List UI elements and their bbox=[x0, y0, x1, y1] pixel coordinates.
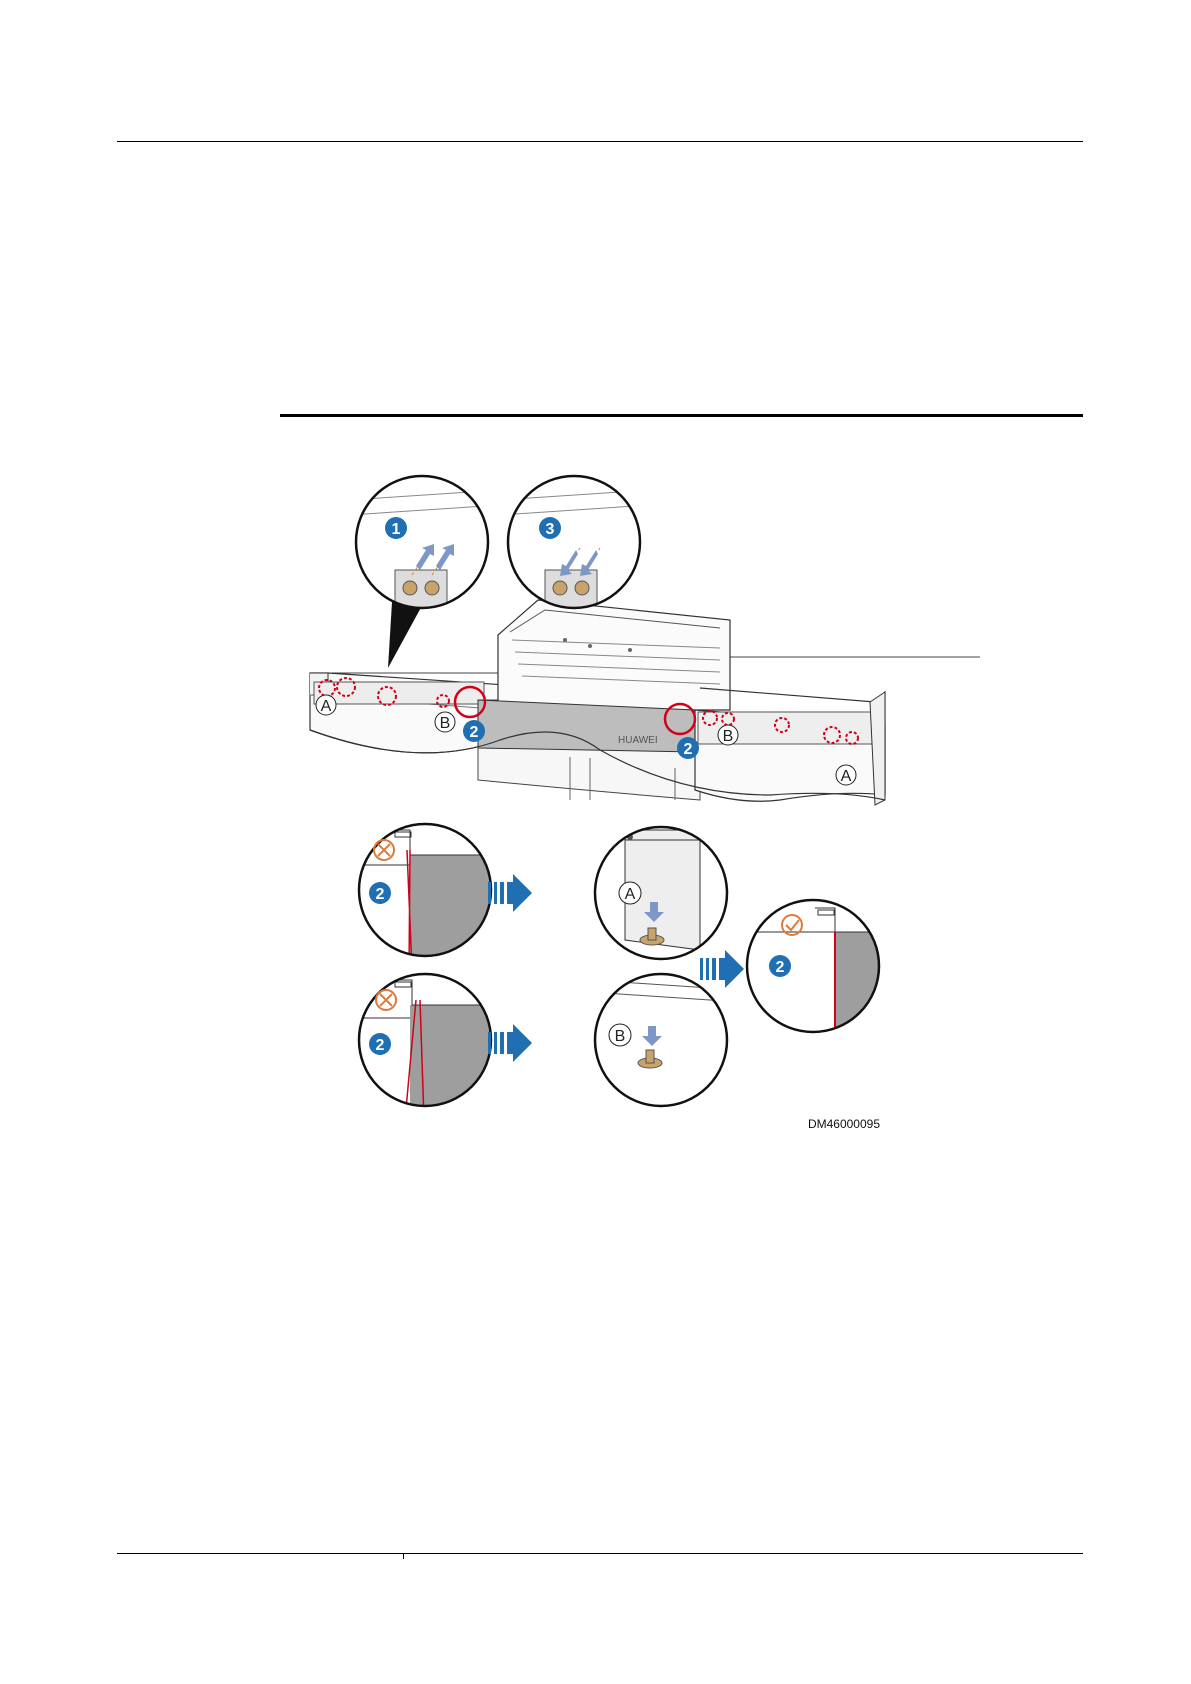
svg-text:2: 2 bbox=[684, 741, 693, 758]
header-rule bbox=[117, 141, 1083, 142]
flow-arrow-right bbox=[700, 950, 744, 988]
zoom-screw-b: B bbox=[590, 974, 740, 1106]
svg-text:2: 2 bbox=[376, 1037, 385, 1054]
svg-text:A: A bbox=[841, 768, 852, 785]
svg-text:1: 1 bbox=[392, 521, 401, 538]
zoom-screw-a: A bbox=[595, 827, 727, 959]
zoom-step-1: 1 bbox=[350, 476, 500, 608]
cabinet-assembly: HUAWEI A bbox=[310, 600, 980, 805]
flow-arrow-top bbox=[488, 874, 532, 912]
svg-text:B: B bbox=[615, 1028, 626, 1045]
section-rule bbox=[280, 414, 1083, 417]
svg-text:2: 2 bbox=[776, 959, 785, 976]
step-badge-2-right: 2 bbox=[677, 737, 699, 759]
zoom-step-3: 3 bbox=[500, 476, 650, 608]
marker-a-left: A bbox=[316, 695, 336, 715]
footer-divider-tick bbox=[403, 1553, 404, 1559]
installation-diagram: HUAWEI A bbox=[300, 470, 980, 1150]
svg-text:B: B bbox=[440, 715, 451, 732]
svg-text:A: A bbox=[321, 698, 332, 715]
marker-b-right: B bbox=[718, 725, 738, 745]
marker-a-right: A bbox=[836, 765, 856, 785]
step-badge-2-left: 2 bbox=[463, 720, 485, 742]
svg-text:2: 2 bbox=[376, 886, 385, 903]
marker-b-left: B bbox=[435, 712, 455, 732]
footer-rule bbox=[117, 1553, 1083, 1554]
svg-text:2: 2 bbox=[470, 724, 479, 741]
brand-logo: HUAWEI bbox=[618, 735, 658, 746]
flow-arrow-bottom bbox=[488, 1024, 532, 1062]
figure-code: DM46000095 bbox=[808, 1117, 880, 1131]
svg-text:A: A bbox=[625, 886, 636, 903]
svg-text:B: B bbox=[723, 728, 734, 745]
svg-text:3: 3 bbox=[546, 521, 555, 538]
zoom-correct: 2 bbox=[740, 900, 915, 1042]
installation-figure: HUAWEI A bbox=[300, 470, 980, 1150]
